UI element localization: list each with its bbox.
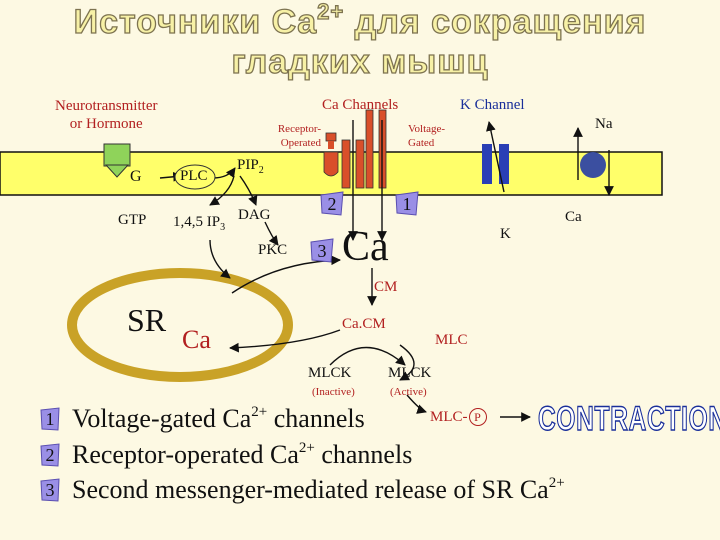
pkc-label: PKC	[258, 242, 288, 258]
k-channel-label: K Channel	[460, 97, 525, 113]
sr-ca-label: Ca	[182, 325, 211, 354]
dag-label: DAG	[238, 207, 271, 223]
title-line-2: гладких мышц	[231, 42, 489, 81]
title-line-1: Источники Ca2+ для сокращения	[73, 0, 647, 42]
contraction-label: CONTRACTION	[537, 399, 720, 438]
ca-calmodulin-label: Ca.CM	[342, 316, 386, 332]
legend-item-3: Second messenger-mediated release of SR …	[72, 475, 565, 504]
g-protein-receptor	[103, 143, 131, 178]
receptor-operated-ca-channel	[323, 132, 365, 189]
na-label: Na	[595, 116, 613, 132]
mlc-p-label: MLC-P	[430, 408, 487, 426]
k-channel	[482, 144, 509, 184]
na-ca-exchanger	[580, 152, 606, 178]
inactive-label: (Inactive)	[312, 386, 355, 398]
neurotransmitter-label: Neurotransmitter or Hormone	[55, 98, 158, 132]
ca-channels-label: Ca Channels	[322, 97, 399, 113]
legend-item-2: Receptor-operated Ca2+ channels	[72, 440, 413, 469]
mlck-inactive-label: MLCK	[308, 365, 352, 381]
phosphate-circle: P	[468, 408, 487, 426]
k-label: K	[500, 226, 511, 242]
sarcoplasmic-reticulum-ring	[67, 268, 293, 382]
legend-item-1: Voltage-gated Ca2+ channels	[72, 404, 365, 433]
receptor-operated-label: Receptor- Operated	[277, 123, 321, 149]
mlc-label: MLC	[435, 332, 468, 348]
gtp-label: GTP	[118, 212, 147, 228]
sr-label: SR	[127, 302, 167, 338]
ca-right-label: Ca	[565, 209, 582, 225]
active-label: (Active)	[390, 386, 427, 398]
calmodulin-label: CM	[374, 279, 398, 295]
pip2-label: PIP2	[237, 157, 264, 176]
ip3-label: 1,4,5 IP3	[173, 214, 226, 233]
plc-label: PLC	[180, 168, 208, 184]
g-protein-label: G	[130, 168, 142, 185]
voltage-gated-label: Voltage- Gated	[408, 123, 446, 149]
mlck-active-label: MLCK	[388, 365, 432, 381]
ca-cytosolic-label: Ca	[342, 224, 389, 270]
